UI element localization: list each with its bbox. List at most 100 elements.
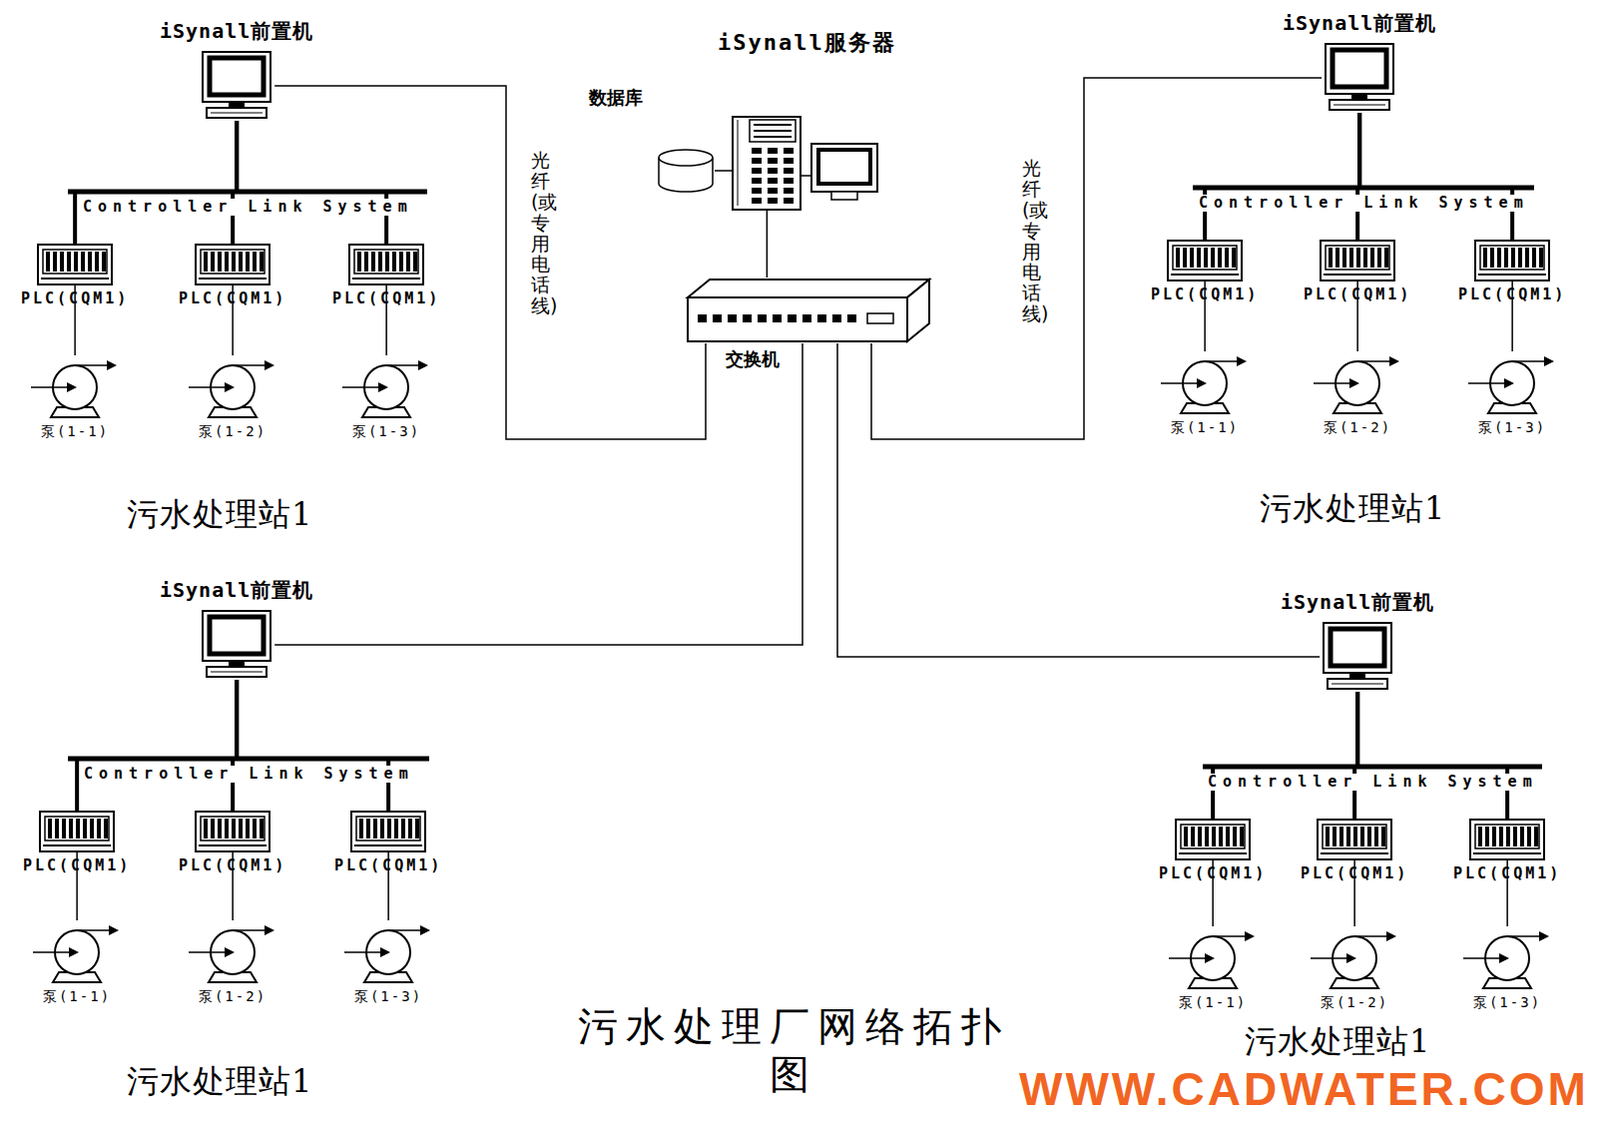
front-icon — [198, 50, 275, 121]
pump-label: 泵(1-1) — [1166, 994, 1259, 1013]
plc-icon — [350, 810, 427, 853]
pump-node: 泵(1-1) — [28, 355, 121, 442]
plc-icon — [194, 810, 271, 853]
station-label: 污水处理站1 — [124, 1064, 315, 1099]
plc-icon — [1319, 239, 1396, 282]
front-node: iSynall前置机 — [159, 576, 314, 680]
pump-label: 泵(1-1) — [28, 423, 121, 442]
pump-icon — [186, 920, 279, 987]
front-label: iSynall前置机 — [159, 17, 314, 45]
pump-icon — [1311, 351, 1404, 418]
plc-label: PLC(CQM1) — [1300, 864, 1409, 883]
control-link — [1359, 112, 1513, 240]
plc-label: PLC(CQM1) — [334, 856, 443, 875]
plc-icon — [348, 243, 425, 286]
bus-label: Controller Link System — [80, 198, 416, 216]
front-node: iSynall前置机 — [159, 17, 314, 121]
pump-node: 泵(1-1) — [1158, 351, 1251, 438]
pump-label: 泵(1-2) — [1308, 994, 1401, 1013]
station-label: 污水处理站1 — [1257, 491, 1448, 527]
plc-node: PLC(CQM1) — [22, 810, 131, 875]
bus-label: Controller Link System — [1196, 194, 1532, 212]
server-icon — [731, 115, 882, 211]
plc-label: PLC(CQM1) — [1458, 285, 1567, 304]
pump-node: 泵(1-3) — [342, 920, 435, 1007]
switch-label: 交换机 — [685, 347, 932, 372]
pump-node: 泵(1-3) — [1461, 926, 1554, 1013]
front-label: iSynall前置机 — [1280, 588, 1435, 616]
db-label: 数据库 — [588, 85, 715, 110]
server-node: iSynall服务器 — [717, 27, 897, 211]
pump-node: 泵(1-2) — [1311, 351, 1404, 438]
plc-label: PLC(CQM1) — [1303, 285, 1412, 304]
plc-label: PLC(CQM1) — [1453, 864, 1562, 883]
pump-node: 泵(1-3) — [340, 355, 433, 442]
pump-node: 泵(1-2) — [186, 920, 279, 1007]
switch-node: 交换机 — [685, 277, 932, 372]
network-link — [274, 85, 706, 440]
control-link — [236, 679, 389, 811]
pump-icon — [340, 355, 433, 422]
pump-node: 泵(1-3) — [1466, 351, 1559, 438]
pump-label: 泵(1-1) — [1158, 419, 1251, 438]
server-label: iSynall服务器 — [717, 27, 897, 58]
plc-node: PLC(CQM1) — [20, 243, 129, 308]
plc-node: PLC(CQM1) — [1453, 818, 1562, 883]
front-icon — [198, 609, 275, 680]
bus-label: Controller Link System — [81, 765, 417, 783]
control-link — [1212, 691, 1358, 819]
plc-icon — [38, 810, 115, 853]
pump-node: 泵(1-2) — [186, 355, 279, 442]
pump-node: 泵(1-1) — [30, 920, 123, 1007]
network-link — [766, 210, 769, 278]
plc-icon — [194, 243, 271, 286]
plc-icon — [1474, 239, 1551, 282]
pump-label: 泵(1-2) — [186, 423, 279, 442]
pump-label: 泵(1-3) — [340, 423, 433, 442]
plc-icon — [1469, 818, 1546, 861]
control-link — [74, 120, 237, 244]
front-label: iSynall前置机 — [1282, 9, 1437, 37]
plc-icon — [36, 243, 113, 286]
pump-icon — [1308, 926, 1401, 993]
front-node: iSynall前置机 — [1282, 9, 1437, 113]
control-link — [1357, 691, 1508, 819]
pump-label: 泵(1-3) — [342, 988, 435, 1007]
plc-node: PLC(CQM1) — [1300, 818, 1409, 883]
plc-node: PLC(CQM1) — [1458, 239, 1567, 304]
plc-label: PLC(CQM1) — [1150, 285, 1259, 304]
watermark: WWW.CADWATER.COM — [1017, 1064, 1592, 1115]
pump-icon — [342, 920, 435, 987]
pump-icon — [1466, 351, 1559, 418]
pump-icon — [186, 355, 279, 422]
control-link — [236, 120, 387, 244]
plc-label: PLC(CQM1) — [1158, 864, 1267, 883]
front-icon — [1321, 42, 1398, 113]
link-label: 光纤(或专用电话线) — [1022, 157, 1042, 325]
network-link — [274, 343, 803, 645]
plc-node: PLC(CQM1) — [1158, 818, 1267, 883]
plc-node: PLC(CQM1) — [178, 810, 287, 875]
network-link — [871, 77, 1322, 440]
front-icon — [1319, 621, 1396, 692]
pump-node: 泵(1-2) — [1308, 926, 1401, 1013]
plc-icon — [1174, 818, 1251, 861]
plc-icon — [1166, 239, 1243, 282]
pump-label: 泵(1-3) — [1461, 994, 1554, 1013]
bus-label: Controller Link System — [1205, 773, 1541, 791]
pump-label: 泵(1-1) — [30, 988, 123, 1007]
plc-label: PLC(CQM1) — [178, 856, 287, 875]
db-icon — [656, 147, 715, 194]
pump-label: 泵(1-3) — [1466, 419, 1559, 438]
switch-icon — [685, 277, 932, 344]
caption: 污水处理厂网络拓扑图 — [558, 1002, 1029, 1098]
pump-label: 泵(1-2) — [1311, 419, 1404, 438]
station-label: 污水处理站1 — [1242, 1024, 1433, 1060]
db-node: 数据库 — [588, 85, 715, 194]
pump-icon — [1158, 351, 1251, 418]
plc-label: PLC(CQM1) — [22, 856, 131, 875]
pump-icon — [28, 355, 121, 422]
plc-node: PLC(CQM1) — [178, 243, 287, 308]
plc-icon — [1316, 818, 1393, 861]
